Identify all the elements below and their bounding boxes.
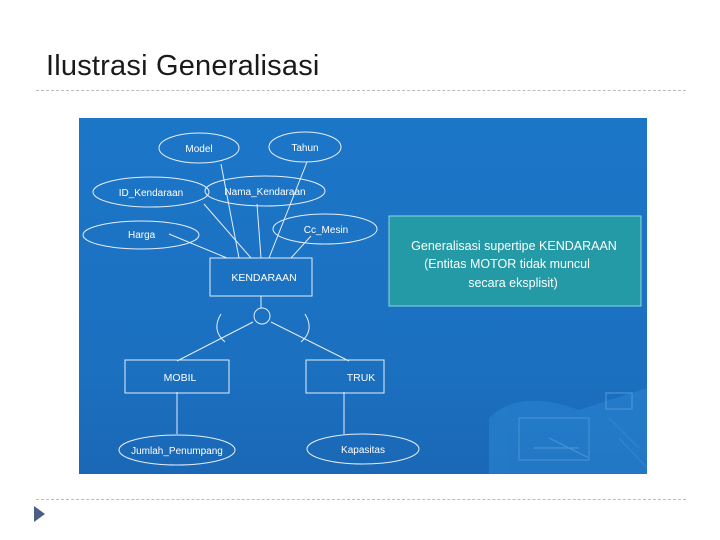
- attr-id-kendaraan-label: ID_Kendaraan: [119, 188, 184, 199]
- decorative-artwork: [489, 388, 647, 474]
- attr-cc-mesin-ellipse: [272, 213, 378, 245]
- attr-jumlah-penumpang-ellipse: [118, 434, 236, 466]
- connector-lines: [168, 161, 350, 434]
- attr-jumlah-penumpang-label: Jumlah_Penumpang: [131, 446, 223, 457]
- entity-kendaraan-label: KENDARAAN: [231, 272, 296, 284]
- attr-harga-ellipse: [82, 220, 200, 250]
- specialization-circle: [253, 307, 271, 325]
- attr-id-kendaraan-ellipse: [92, 176, 210, 208]
- note-box: [388, 215, 642, 307]
- attr-cc-mesin-label: Cc_Mesin: [304, 225, 348, 236]
- er-diagram-canvas: Model Tahun ID_Kendaraan Nama_Kendaraan …: [79, 118, 647, 474]
- attr-tahun-label: Tahun: [291, 143, 318, 154]
- entity-truk-box: [305, 359, 385, 394]
- er-diagram: Model Tahun ID_Kendaraan Nama_Kendaraan …: [79, 118, 647, 474]
- subtype-arcs: [216, 313, 310, 343]
- note-line-3: secara eksplisit): [468, 276, 558, 290]
- entity-mobil-box: [124, 359, 230, 394]
- attr-model-ellipse: [158, 132, 240, 164]
- attr-nama-kendaraan-ellipse: [204, 175, 326, 207]
- slide-title: Ilustrasi Generalisasi: [46, 50, 320, 82]
- attr-kapasitas-label: Kapasitas: [341, 445, 385, 456]
- entity-mobil-label: MOBIL: [164, 372, 197, 384]
- note-line-2: (Entitas MOTOR tidak muncul: [424, 257, 590, 271]
- attr-nama-kendaraan-label: Nama_Kendaraan: [224, 187, 305, 198]
- title-divider: [36, 90, 686, 91]
- entity-truk-label: TRUK: [347, 372, 376, 384]
- bullet-arrow-icon: [34, 506, 45, 522]
- attr-kapasitas-ellipse: [306, 433, 420, 465]
- attr-harga-label: Harga: [128, 230, 156, 241]
- entity-kendaraan-box: [209, 257, 313, 297]
- attr-model-label: Model: [185, 144, 212, 155]
- attr-tahun-ellipse: [268, 131, 342, 163]
- note-line-1: Generalisasi supertipe KENDARAAN: [411, 239, 617, 253]
- footer-divider: [36, 499, 686, 500]
